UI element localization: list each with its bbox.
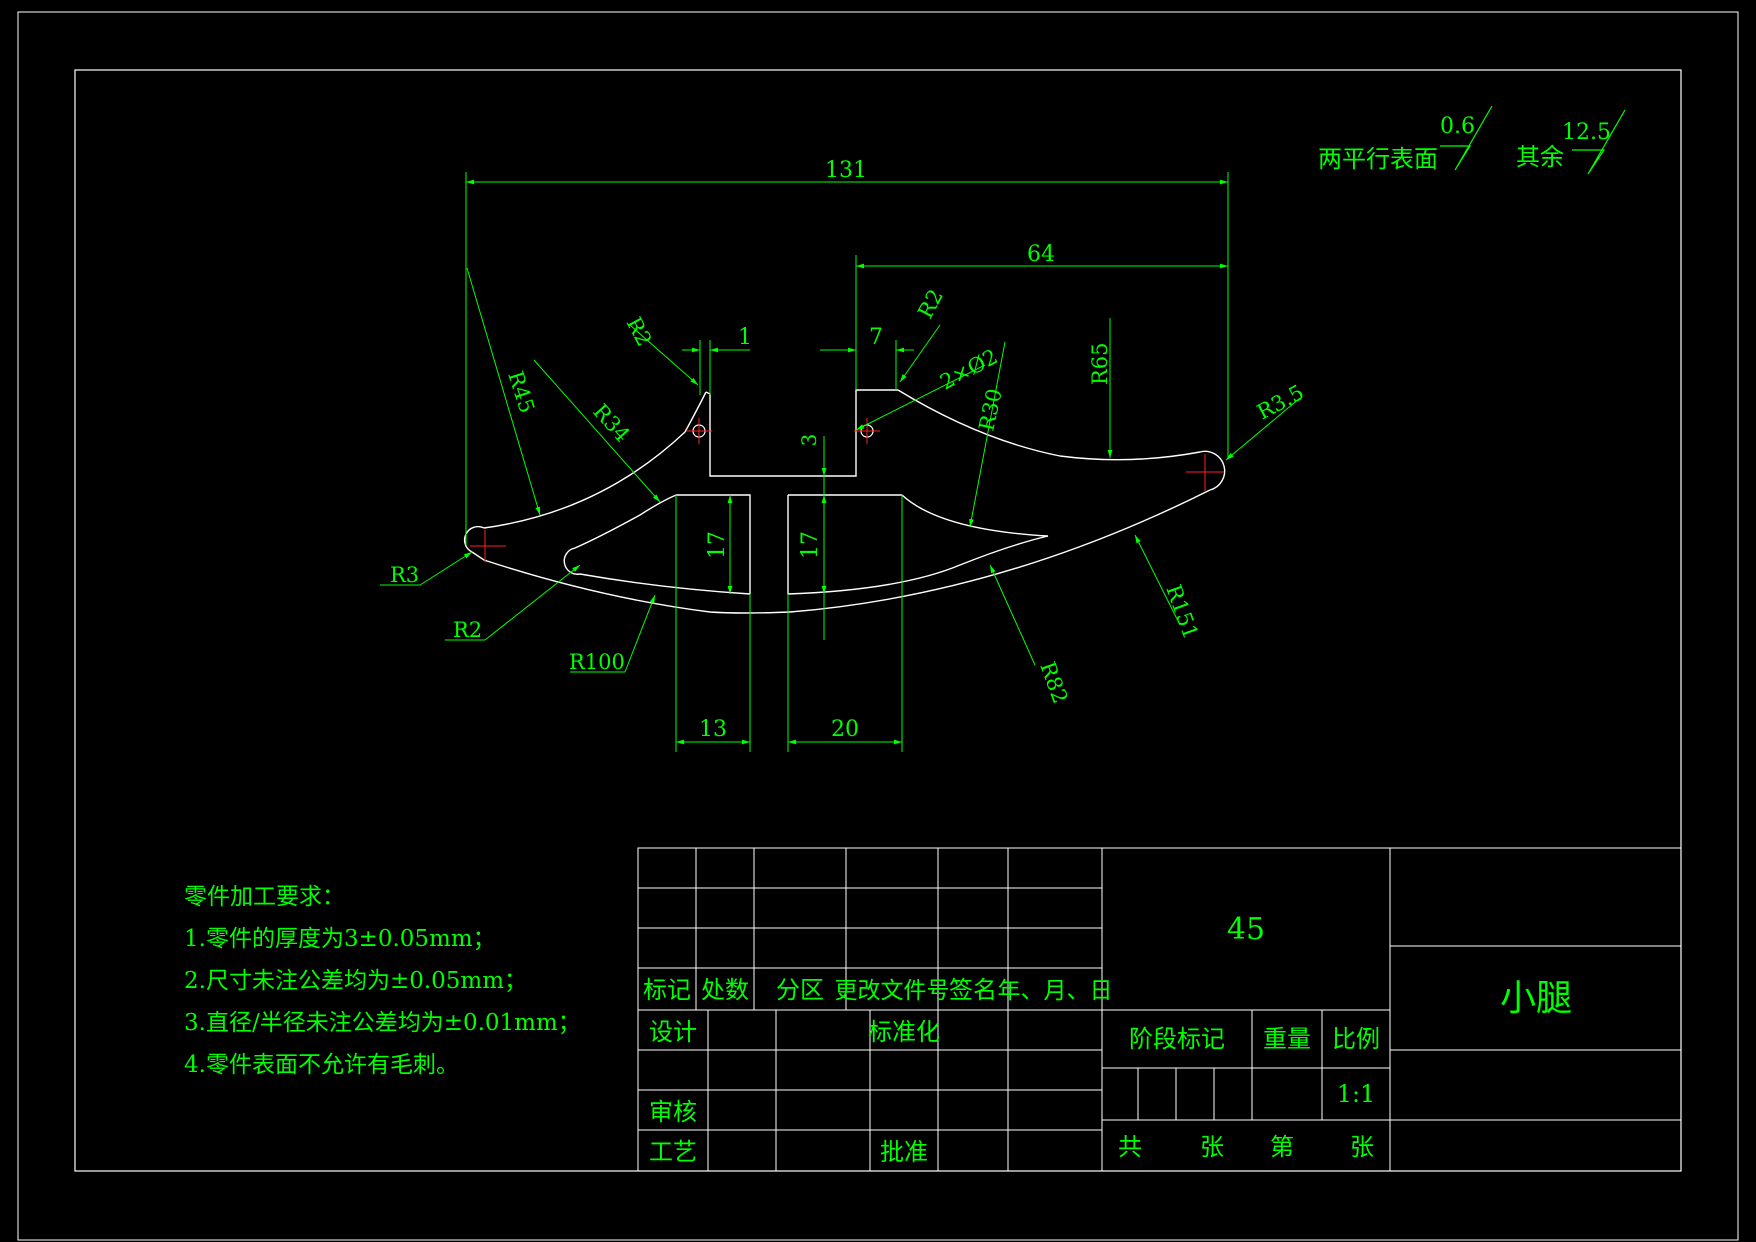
dim-left-foot-height: 17 (705, 531, 730, 559)
label-r2-left-top: R2 (622, 313, 657, 350)
material-value: 45 (1227, 912, 1265, 947)
rev-header-doc-no: 更改文件号 (835, 978, 950, 1004)
dim-overall-length: 131 (825, 158, 867, 183)
finish-parallel-value: 0.6 (1440, 114, 1475, 139)
dim-holes: 2×Ø2 (936, 344, 1002, 394)
label-r151: R151 (1161, 582, 1203, 643)
label-stage-mark: 阶段标记 (1129, 1025, 1225, 1053)
note-item: 4.零件表面不允许有毛刺。 (184, 1052, 459, 1078)
hole-right (854, 418, 880, 444)
dim-slot-right-offset: 7 (869, 325, 883, 350)
finish-parallel-label: 两平行表面 (1318, 145, 1438, 173)
dim-left-foot-width: 13 (699, 717, 727, 742)
label-r2-bottom: R2 (453, 618, 482, 642)
note-item: 3.直径/半径未注公差均为±0.01mm； (184, 1010, 581, 1036)
drawing-frame (74, 69, 1682, 1172)
label-design: 设计 (649, 1018, 697, 1046)
label-scale: 比例 (1332, 1025, 1380, 1053)
label-sheet: 张 (1350, 1133, 1374, 1161)
surface-finish-other: 其余 12.5 (1516, 109, 1626, 175)
rev-header-date: 年、月、日 (998, 978, 1113, 1004)
label-process: 工艺 (649, 1138, 697, 1166)
part-outline (463, 389, 1226, 614)
title-block (637, 847, 1682, 1172)
label-total: 共 (1118, 1133, 1142, 1161)
surface-finish-parallel: 两平行表面 0.6 (1318, 105, 1493, 173)
label-sheets: 张 (1200, 1133, 1224, 1161)
label-r82: R82 (1035, 659, 1072, 707)
technical-notes: 零件加工要求： 1.零件的厚度为3±0.05mm； 2.尺寸未注公差均为±0.0… (184, 884, 581, 1078)
dim-right-foot-width: 20 (831, 717, 859, 742)
label-r30: R30 (974, 386, 1006, 433)
center-mark-left-tip (470, 530, 506, 562)
part-name: 小腿 (1500, 978, 1572, 1019)
dim-right-length: 64 (1027, 242, 1055, 267)
finish-other-label: 其余 (1516, 143, 1564, 171)
label-r3: R3 (390, 563, 419, 587)
rev-header-zone: 分区 (776, 976, 824, 1004)
label-review: 审核 (649, 1098, 697, 1126)
dim-slot-left-offset: 1 (738, 325, 752, 350)
dim-slot-depth: 3 (797, 434, 821, 447)
label-r3-5: R3.5 (1253, 380, 1308, 424)
note-item: 1.零件的厚度为3±0.05mm； (184, 926, 496, 952)
label-r2-right-top: R2 (913, 285, 948, 322)
finish-other-value: 12.5 (1562, 120, 1611, 145)
rev-header-signature: 签名 (949, 976, 997, 1004)
center-mark-right-tip (1186, 454, 1224, 492)
revision-headers: 标记 处数 分区 更改文件号 签名 年、月、日 (643, 976, 1113, 1004)
rev-header-mark: 标记 (643, 976, 691, 1004)
label-approve: 批准 (880, 1138, 928, 1166)
note-item: 2.尺寸未注公差均为±0.05mm； (184, 968, 527, 994)
rev-header-count: 处数 (701, 976, 749, 1004)
label-standardization: 标准化 (868, 1018, 940, 1046)
outer-sheet-border (17, 11, 1739, 1241)
scale-value: 1:1 (1337, 1080, 1376, 1108)
dimension-lines (380, 172, 1301, 752)
notes-title: 零件加工要求： (184, 884, 345, 910)
label-r34: R34 (588, 399, 634, 447)
dim-right-foot-height: 17 (798, 531, 823, 559)
label-r100: R100 (569, 650, 625, 674)
label-weight: 重量 (1263, 1025, 1311, 1053)
label-sheet-no: 第 (1270, 1133, 1294, 1161)
hole-left (686, 418, 712, 444)
label-r65: R65 (1088, 342, 1112, 385)
